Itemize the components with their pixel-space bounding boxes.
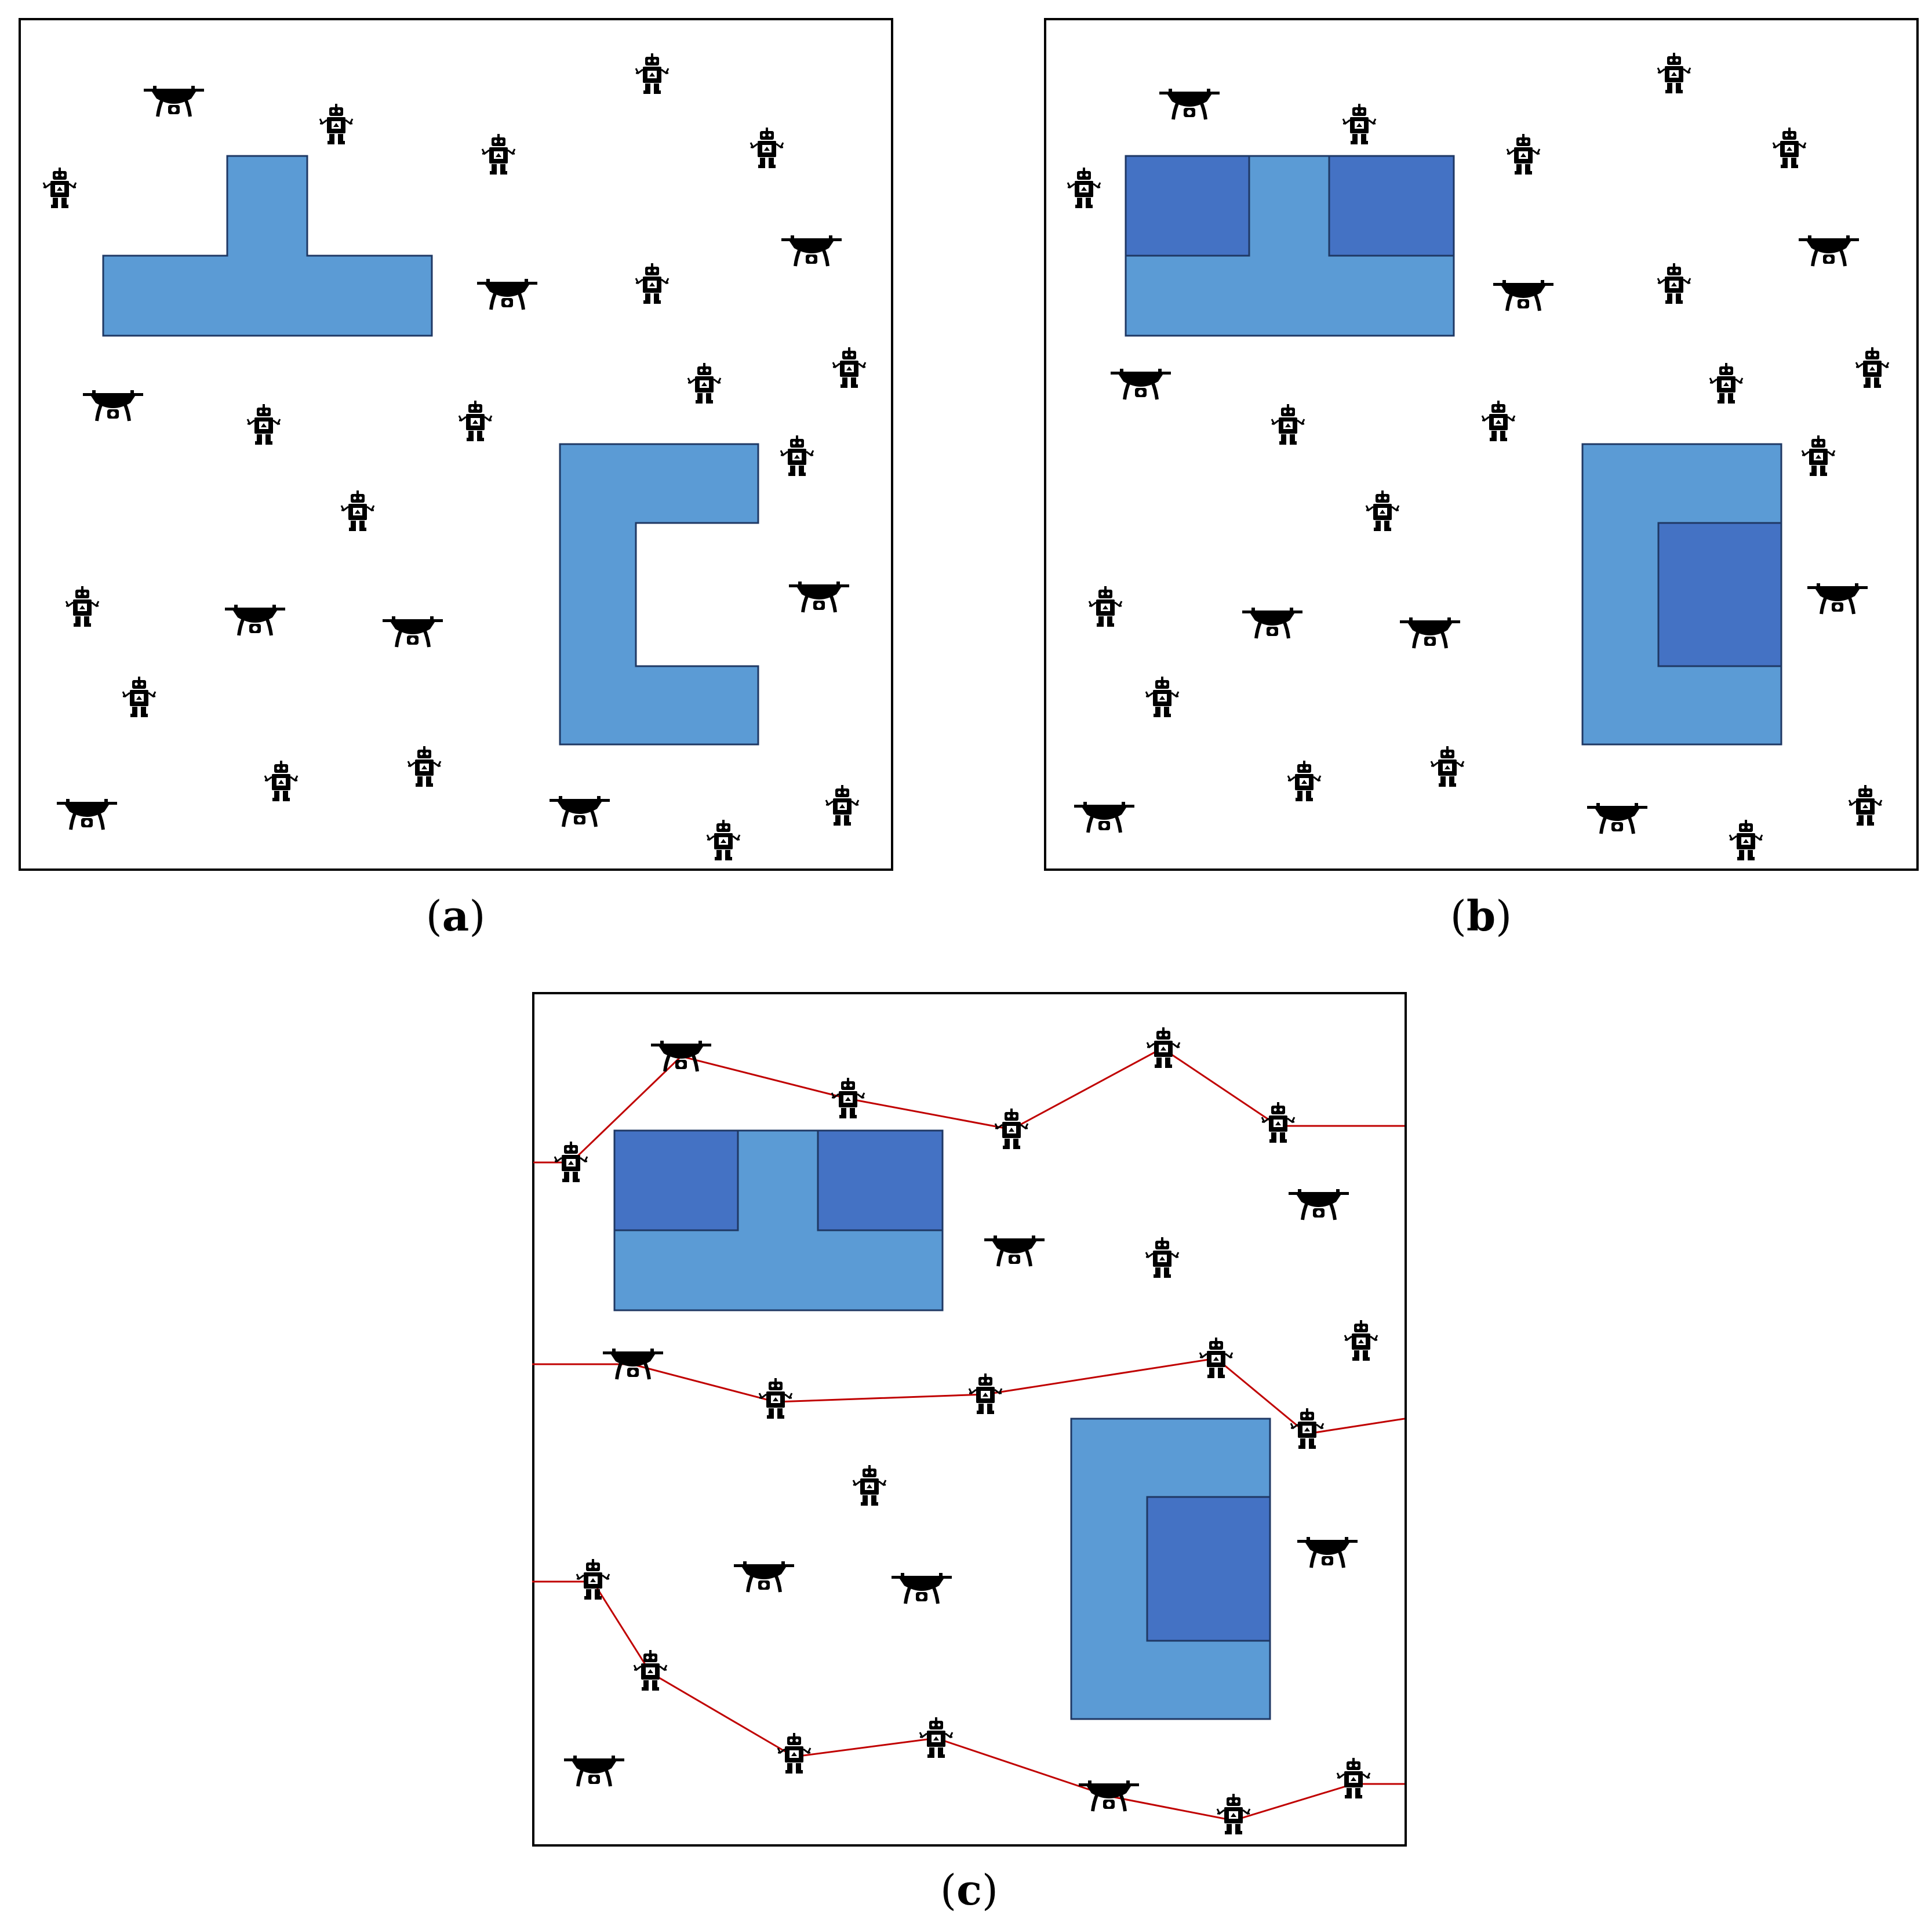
relay-route-top bbox=[533, 1047, 1405, 1164]
c-region-obstacle bbox=[1070, 1418, 1271, 1720]
panel-b: (b) bbox=[1044, 18, 1919, 940]
t-shaped-obstacle bbox=[102, 155, 433, 337]
panel-a: (a) bbox=[19, 18, 893, 940]
caption-a: (a) bbox=[426, 891, 486, 940]
caption-b: (b) bbox=[1450, 891, 1512, 940]
t-region-obstacle bbox=[1125, 155, 1455, 337]
c-shaped-obstacle bbox=[559, 443, 759, 746]
panel-c: (c) bbox=[532, 992, 1407, 1914]
caption-c: (c) bbox=[940, 1865, 998, 1914]
t-region-obstacle bbox=[613, 1129, 944, 1311]
c-region-obstacle bbox=[1581, 443, 1782, 746]
